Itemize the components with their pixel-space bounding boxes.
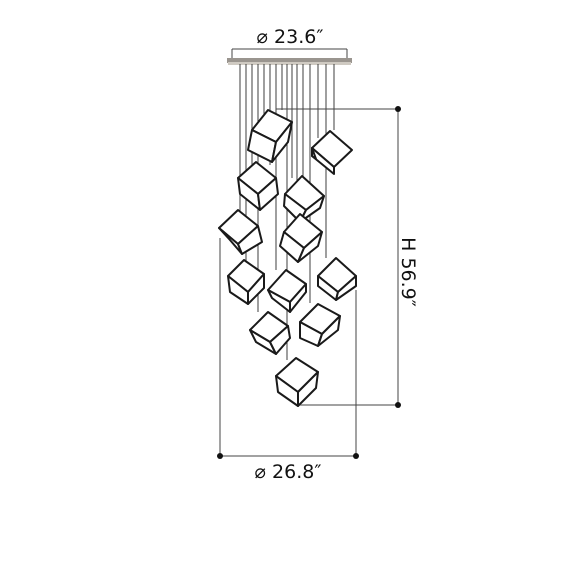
spread-dimension: ⌀ 26.8″ [217,238,359,483]
ceiling-canopy [227,58,352,65]
cube-pendant [279,213,323,263]
height-dimension: H 56.9″ [276,106,419,408]
cube-pendant [237,161,279,211]
cube-pendant [227,259,265,305]
cube-pendant [299,303,341,347]
cube-pendant [317,257,357,301]
cube-pendant [311,130,353,175]
cube-pendant [247,109,293,163]
cube-pendant [249,311,291,355]
height-label: H 56.9″ [397,237,419,307]
cube-pendant [275,357,319,407]
canopy-dimension: ⌀ 23.6″ [231,26,348,60]
cube-pendant [283,175,325,223]
cube-pendants [218,109,357,407]
spread-diameter-label: ⌀ 26.8″ [255,461,322,483]
cube-pendant [267,269,307,313]
cube-pendant [218,209,263,255]
canopy-diameter-label: ⌀ 23.6″ [257,26,324,48]
